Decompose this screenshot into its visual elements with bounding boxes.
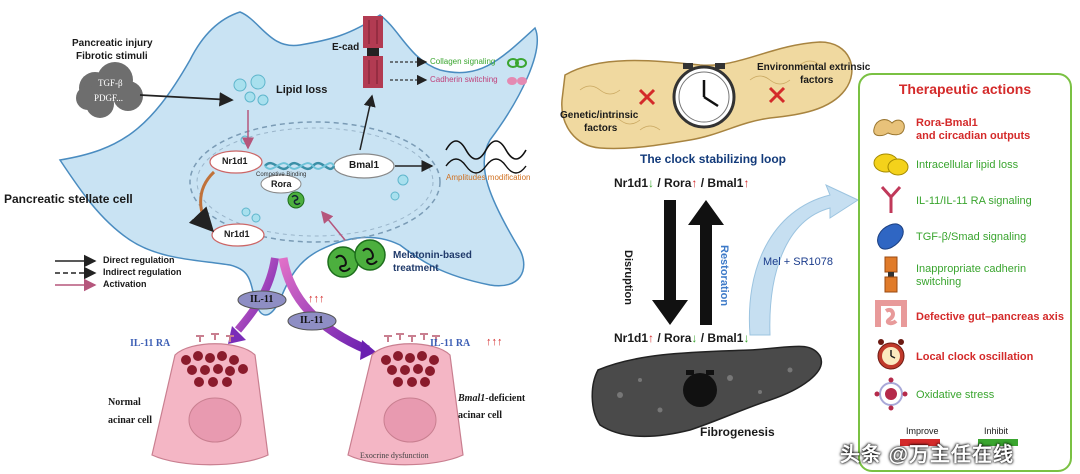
cross-mark-left-icon [638, 88, 656, 106]
panel-title: Therapeutic actions [898, 81, 1032, 97]
legend-improve-swatch [900, 439, 940, 446]
bottom-gene-row: Nr1d1↑ / Rora↓ / Bmal1↓ [614, 331, 750, 345]
cross-mark-right-icon [768, 86, 786, 104]
watermark-text: 头条 @万主任在线 [840, 444, 1015, 466]
disruption-label: Disruption [622, 250, 634, 305]
cadherin-label: Cadherin switching [430, 75, 498, 84]
legend-indirect: Indirect regulation [103, 267, 182, 277]
bmal1-label: Bmal1 [349, 160, 380, 171]
lipid-droplet-icon [873, 153, 909, 176]
injury-title-2: Fibrotic stimuli [76, 51, 148, 62]
cadherin-icon [884, 256, 898, 293]
legend-activation: Activation [103, 279, 147, 289]
alarm-clock-icon [877, 339, 905, 370]
cloud-label-1: TGF-β [98, 78, 123, 88]
legend-inhibit-label: Inhibit [984, 426, 1009, 436]
legend-direct: Direct regulation [103, 255, 175, 265]
melatonin-icon [327, 239, 386, 278]
lipid-droplets [233, 74, 409, 223]
black-clock-icon [683, 370, 717, 407]
receptor-icon [880, 185, 902, 213]
amplitude-wave-1 [445, 140, 527, 160]
action-6: Defective gut–pancreas axis [916, 311, 1064, 323]
nucleus-outline [189, 121, 441, 243]
il11ra-right-label: IL-11 RA [430, 338, 471, 349]
collagen-icon [507, 58, 527, 68]
nr1d1-bottom-label: Nr1d1 [224, 229, 250, 239]
collagen-label: Collagen signaling [430, 57, 496, 66]
amplitude-wave-2 [445, 158, 527, 174]
action-4: TGF-β/Smad signaling [916, 231, 1027, 243]
stimuli-cloud [76, 62, 143, 118]
deficient-label-1: Bmal1-deficient [458, 393, 526, 404]
cloud-label-2: PDGF... [94, 93, 124, 103]
ecad-label: E-cad [332, 42, 360, 53]
clock-icon [672, 63, 736, 129]
treatment-label: Mel + SR1078 [763, 256, 834, 268]
rora-oval [260, 174, 302, 194]
il11-up-arrows: ↑↑↑ [308, 293, 325, 305]
action-2: Intracellular lipid loss [916, 159, 1019, 171]
cadherin-switch-icon [507, 77, 527, 85]
injury-title-1: Pancreatic injury [72, 38, 153, 49]
smad-protein-icon [877, 223, 904, 250]
il11-bubble-b [287, 311, 337, 331]
nr1d1-top-label: Nr1d1 [222, 156, 248, 166]
lipid-loss-label: Lipid loss [276, 84, 328, 96]
deficient-label-3: acinar cell [458, 410, 502, 421]
action-8: Oxidative stress [916, 389, 995, 401]
normal-granules [181, 351, 248, 387]
gen-factors-1: Genetic/intrinsic [560, 110, 639, 121]
restoration-arrow [688, 200, 724, 325]
oxidative-stress-icon [874, 377, 908, 411]
exocrine-label: Exocrine dysfunction [360, 451, 429, 460]
normal-label-2: acinar cell [108, 415, 152, 426]
normal-label-1: Normal [108, 397, 141, 408]
env-factors-2: factors [800, 75, 834, 86]
ecad-protein [363, 16, 383, 88]
melatonin-label-1: Melatonin-based [393, 250, 472, 261]
il11ra-receptors-right [384, 333, 440, 342]
fibrogenesis-label: Fibrogenesis [700, 425, 775, 439]
nr1d1-bottom-oval [211, 223, 265, 247]
rora-label: Rora [271, 179, 292, 189]
legend-inhibit-swatch [978, 439, 1018, 446]
il11-bubble-a [237, 290, 287, 310]
cell-name-label: Pancreatic stellate cell [4, 192, 133, 206]
fibrotic-texture [617, 367, 793, 413]
bmal1-protein-icon [873, 119, 905, 137]
gen-factors-2: factors [584, 123, 618, 134]
amplitudes-label: Amplitudes modification [446, 173, 531, 182]
il11ra-receptors-left [196, 333, 234, 342]
il11-label-a: IL-11 [250, 294, 274, 305]
action-3: IL-11/IL-11 RA signaling [916, 195, 1032, 207]
il11ra-up-arrows: ↑↑↑ [486, 336, 503, 348]
il11-label-b: IL-11 [300, 315, 324, 326]
action-7: Local clock oscillation [916, 351, 1034, 363]
restoration-label: Restoration [718, 245, 730, 307]
melatonin-label-2: treatment [393, 263, 439, 274]
nr1d1-top-oval [209, 150, 263, 174]
env-factors-1: Environmental extrinsic [757, 62, 871, 73]
legend-improve-label: Improve [906, 426, 939, 436]
loop-title: The clock stabilizing loop [640, 152, 787, 166]
deficient-granules [381, 351, 439, 387]
il11ra-left-label: IL-11 RA [130, 338, 171, 349]
top-gene-row: Nr1d1↓ / Rora↑ / Bmal1↑ [614, 176, 750, 190]
intestine-icon [875, 300, 907, 327]
disruption-arrow [652, 200, 688, 325]
competitive-binding-label: Competive Binding [256, 172, 307, 178]
